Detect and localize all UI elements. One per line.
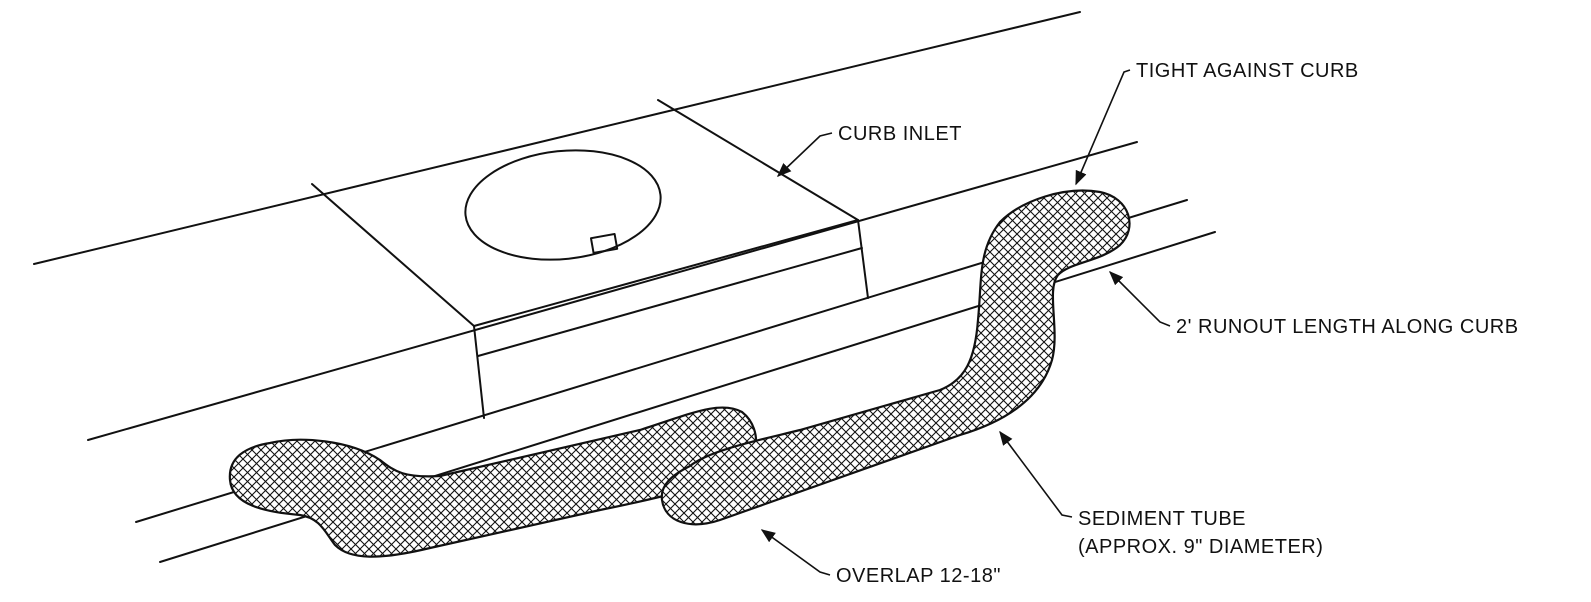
- inlet-manhole-circle: [464, 149, 662, 261]
- sediment-tube-right: [660, 189, 1131, 526]
- leaders: [760, 69, 1171, 576]
- runout-leader: [1108, 270, 1171, 327]
- curb-back-edge: [33, 11, 1081, 265]
- tight-against-curb-leader: [1075, 69, 1131, 186]
- overlap-label: OVERLAP 12-18": [836, 565, 1001, 587]
- inlet-lower-front: [477, 247, 863, 357]
- curb-top-front-edge: [87, 141, 1138, 441]
- curb-inlet-box: [311, 99, 869, 419]
- tight-against-curb-label: TIGHT AGAINST CURB: [1136, 60, 1359, 82]
- curb-inlet-leader: [776, 132, 833, 177]
- inlet-top-front: [473, 219, 859, 327]
- inlet-right-edge: [657, 99, 859, 221]
- curb-inlet-label: CURB INLET: [838, 123, 962, 145]
- inlet-left-face: [473, 325, 485, 419]
- sediment-tube-leader: [999, 430, 1073, 518]
- inlet-left-edge: [311, 183, 475, 327]
- inlet-notch: [589, 233, 619, 254]
- inlet-right-face: [857, 219, 869, 299]
- sediment-tube-label: SEDIMENT TUBE: [1078, 508, 1246, 530]
- overlap-leader: [760, 529, 831, 576]
- sediment-tube-diameter-label: (APPROX. 9" DIAMETER): [1078, 536, 1323, 558]
- runout-length-label: 2' RUNOUT LENGTH ALONG CURB: [1176, 316, 1519, 338]
